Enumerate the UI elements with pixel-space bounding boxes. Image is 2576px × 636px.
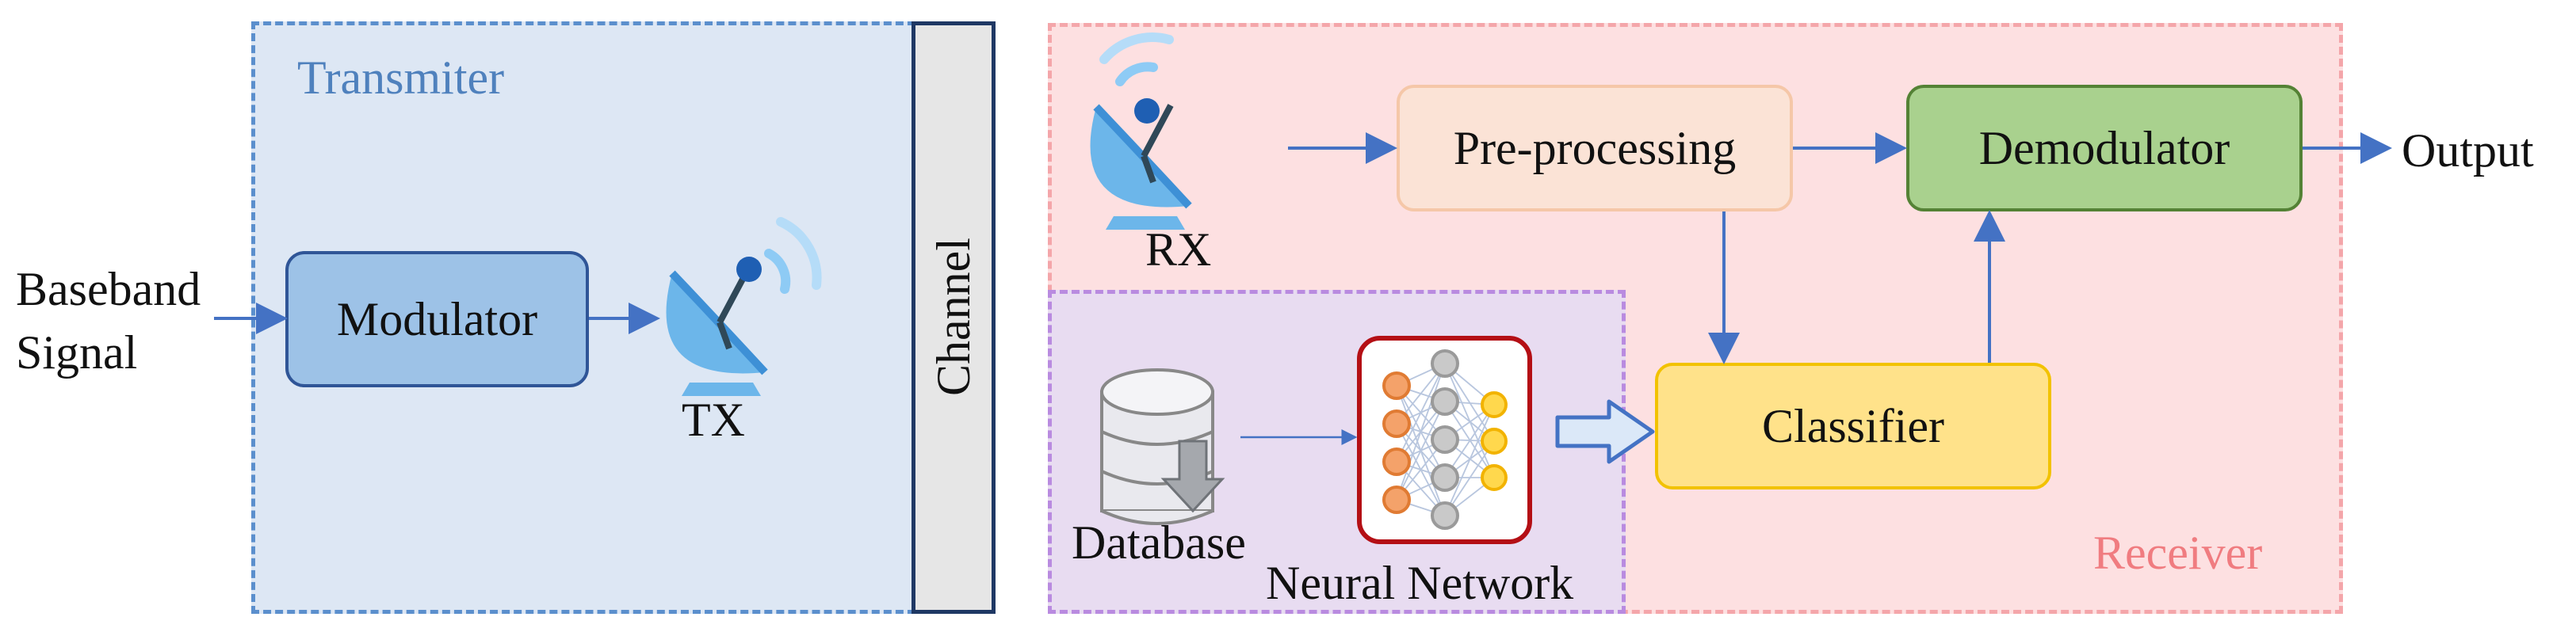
- demodulator-label: Demodulator: [1978, 121, 2230, 174]
- channel-block: [912, 21, 996, 614]
- rx-antenna-label: RX: [1145, 223, 1212, 276]
- preprocessing-block: Pre-processing: [1397, 85, 1793, 211]
- database-icon: [1100, 368, 1225, 525]
- satellite-dish-icon: [1090, 32, 1192, 230]
- receiver-title: Receiver: [2093, 527, 2263, 579]
- modulator-label: Modulator: [336, 292, 538, 345]
- neural-network-icon: [1357, 336, 1532, 544]
- tx-antenna-label: TX: [682, 394, 745, 446]
- preprocessing-label: Pre-processing: [1453, 121, 1737, 174]
- baseband-signal-label-line2: Signal: [16, 326, 138, 379]
- baseband-signal-label-line1: Baseband: [16, 263, 201, 315]
- database-label: Database: [1072, 516, 1246, 569]
- output-label: Output: [2402, 124, 2534, 177]
- modulator-block: Modulator: [285, 251, 589, 387]
- classifier-block: Classifier: [1655, 363, 2051, 489]
- demodulator-block: Demodulator: [1906, 85, 2303, 211]
- transmitter-title: Transmiter: [297, 51, 505, 104]
- neural-network-label: Neural Network: [1266, 557, 1574, 609]
- classifier-label: Classifier: [1762, 399, 1944, 452]
- block-arrow-neural-network-to-classifier: [1555, 399, 1655, 464]
- satellite-dish-icon: [666, 217, 822, 396]
